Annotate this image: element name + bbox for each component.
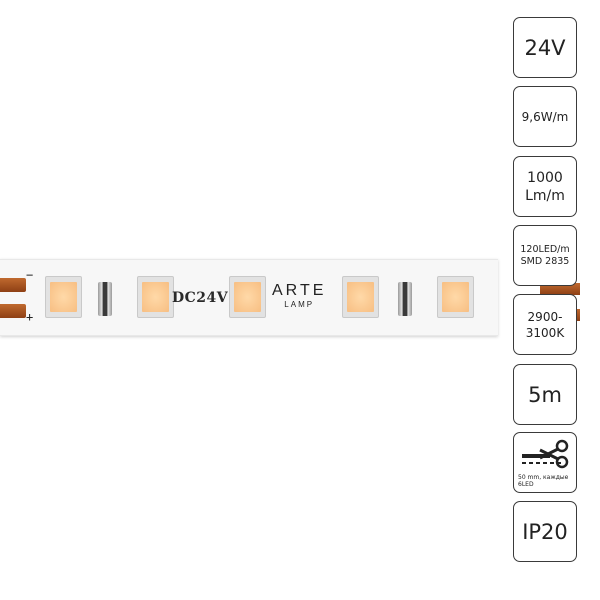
resistor (98, 282, 112, 316)
cut-caption: 50 mm, каждые 6LED (518, 474, 568, 488)
flux-line-2: Lm/m (525, 187, 565, 204)
copper-pad-top (0, 278, 26, 292)
resistor (398, 282, 412, 316)
scissors-icon (522, 439, 569, 469)
spec-led-density: 120LED/m SMD 2835 (513, 225, 577, 286)
led-line-1: 120LED/m (520, 243, 570, 255)
voltage-value: 24V (524, 35, 566, 60)
spec-color-temperature: 2900- 3100K (513, 294, 577, 355)
spec-ip-rating: IP20 (513, 501, 577, 562)
flux-line-1: 1000 (527, 169, 563, 186)
led-chip (137, 276, 174, 318)
spec-luminous-flux: 1000 Lm/m (513, 156, 577, 217)
copper-pad-right-top (540, 283, 580, 295)
cct-line-1: 2900- (527, 309, 563, 324)
length-value: 5m (528, 382, 562, 407)
spec-power: 9,6W/m (513, 86, 577, 147)
led-line-2: SMD 2835 (520, 255, 570, 267)
spec-voltage: 24V (513, 17, 577, 78)
power-value: 9,6W/m (521, 109, 569, 124)
brand-bottom: LAMP (284, 300, 315, 309)
polarity-minus: − (26, 268, 34, 282)
led-chip (342, 276, 379, 318)
brand-top: ARTE (272, 282, 327, 299)
led-chip (45, 276, 82, 318)
led-chip (437, 276, 474, 318)
strip-voltage-print: DC24V (172, 290, 229, 306)
copper-pad-bottom (0, 304, 26, 318)
cut-line-2: 6LED (518, 481, 534, 488)
polarity-plus: + (26, 310, 34, 324)
cut-line-1: 50 mm, каждые (518, 474, 569, 481)
led-strip: − + DC24V ARTE LAMP (0, 259, 498, 336)
ip-value: IP20 (522, 519, 568, 544)
cct-line-2: 3100K (525, 325, 565, 340)
led-chip (229, 276, 266, 318)
spec-cut-interval: 50 mm, каждые 6LED (513, 432, 577, 493)
spec-length: 5m (513, 364, 577, 425)
brand-logo: ARTE LAMP (272, 282, 326, 309)
